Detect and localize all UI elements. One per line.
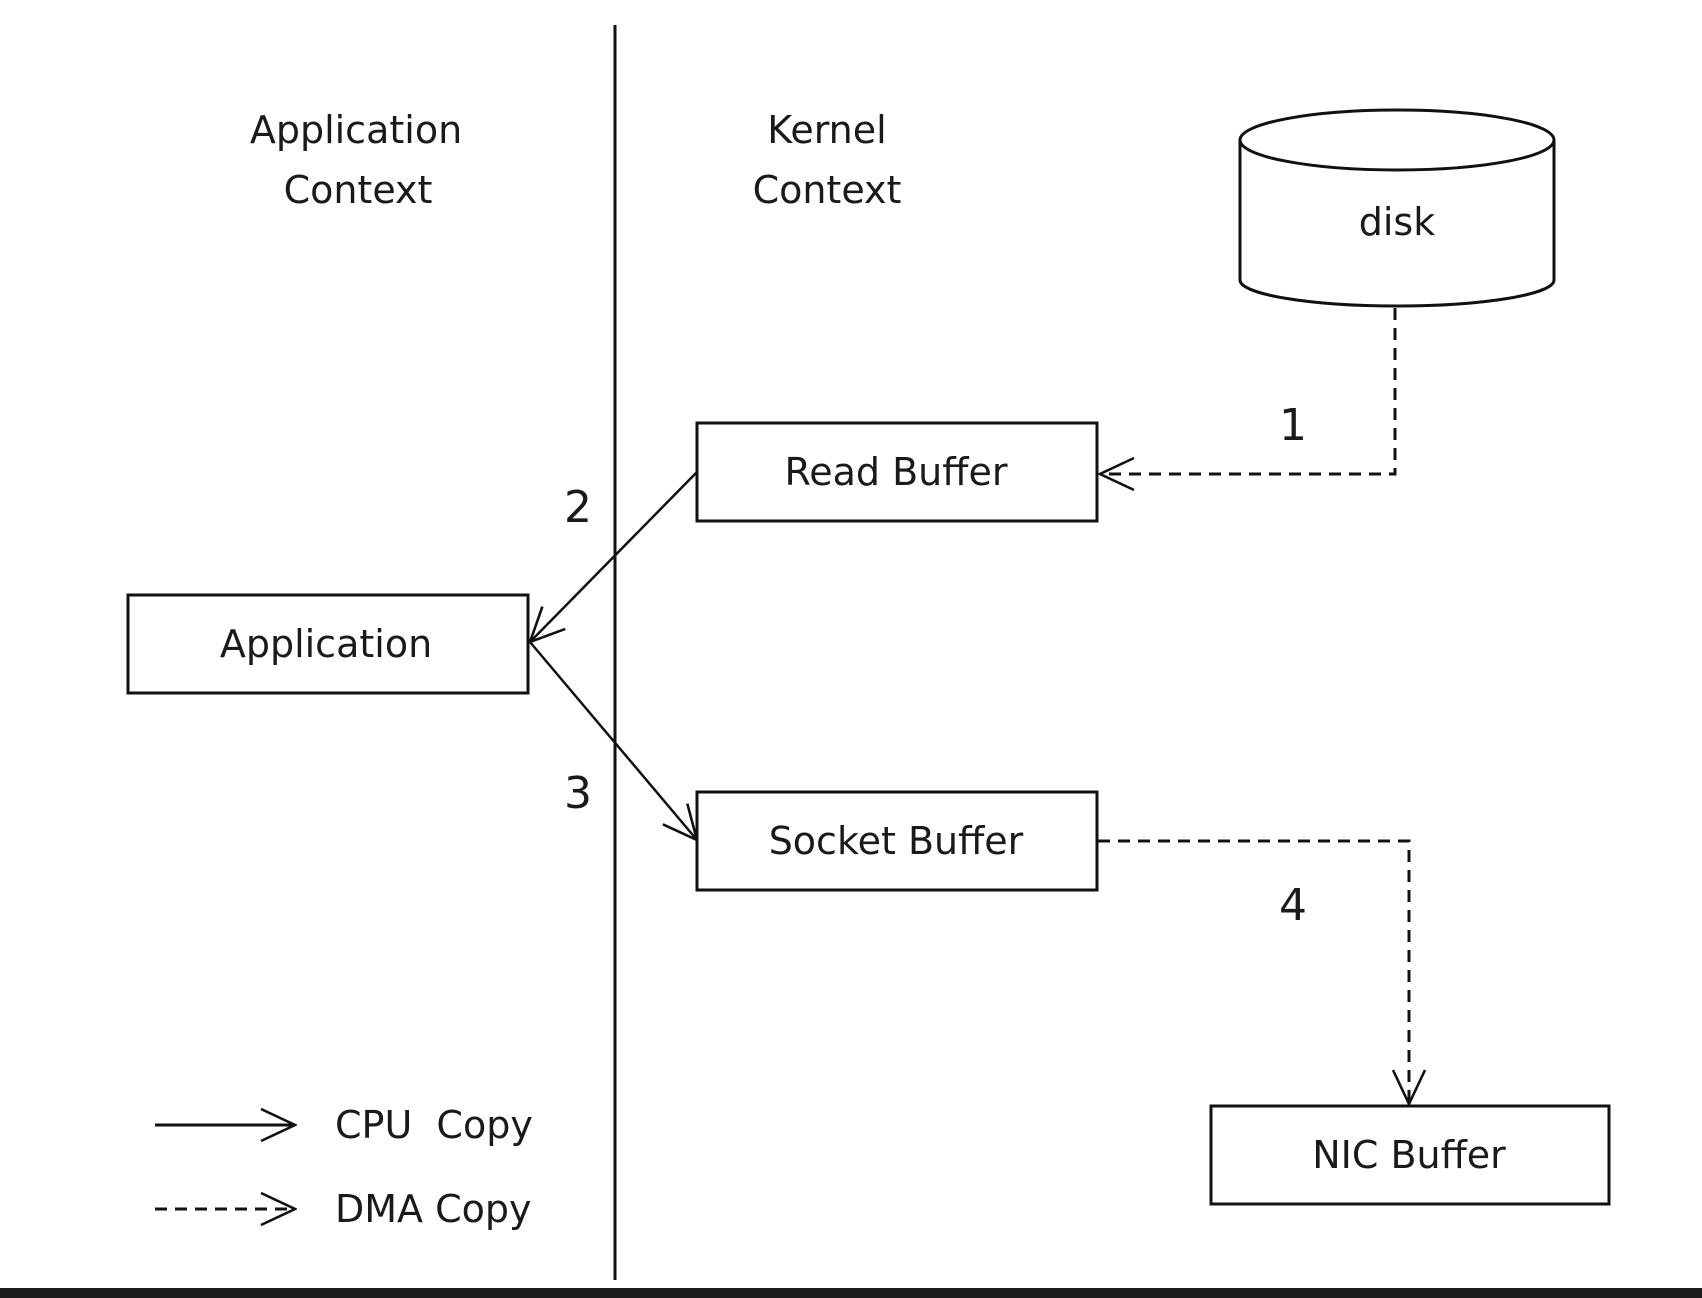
socket-buffer-label: Socket Buffer [769,819,1024,863]
socket-buffer-node: Socket Buffer [695,790,1099,892]
disk-icon [1238,140,1556,308]
step-2-label: 2 [564,482,592,533]
application-context-header-line2: Context [284,168,433,212]
kernel-context-header-line2: Context [753,168,902,212]
read-buffer-node: Read Buffer [695,421,1099,523]
bottom-bar [0,1288,1702,1298]
application-label: Application [220,622,432,666]
kernel-context-header-line1: Kernel [767,108,886,152]
nic-buffer-label: NIC Buffer [1312,1133,1506,1177]
application-context-header-line1: Application [250,108,462,152]
legend-dma-copy-label: DMA Copy [335,1187,532,1231]
read-buffer-label: Read Buffer [785,450,1008,494]
edge-socket-buffer-to-nic-buffer [1098,839,1409,1104]
legend-cpu-copy-label: CPU Copy [335,1103,533,1147]
application-node: Application [126,593,530,695]
edge-read-buffer-to-application [530,471,698,642]
disk-node: disk [1238,108,1556,308]
disk-top [1238,108,1556,172]
edge-disk-to-read-buffer [1100,308,1397,474]
edge-application-to-socket-buffer [529,641,697,840]
step-1-label: 1 [1279,400,1307,451]
disk-label: disk [1359,200,1435,244]
legend: CPU Copy DMA Copy [155,1103,533,1231]
step-3-label: 3 [564,768,592,819]
nic-buffer-node: NIC Buffer [1209,1104,1611,1206]
step-4-label: 4 [1279,880,1307,931]
